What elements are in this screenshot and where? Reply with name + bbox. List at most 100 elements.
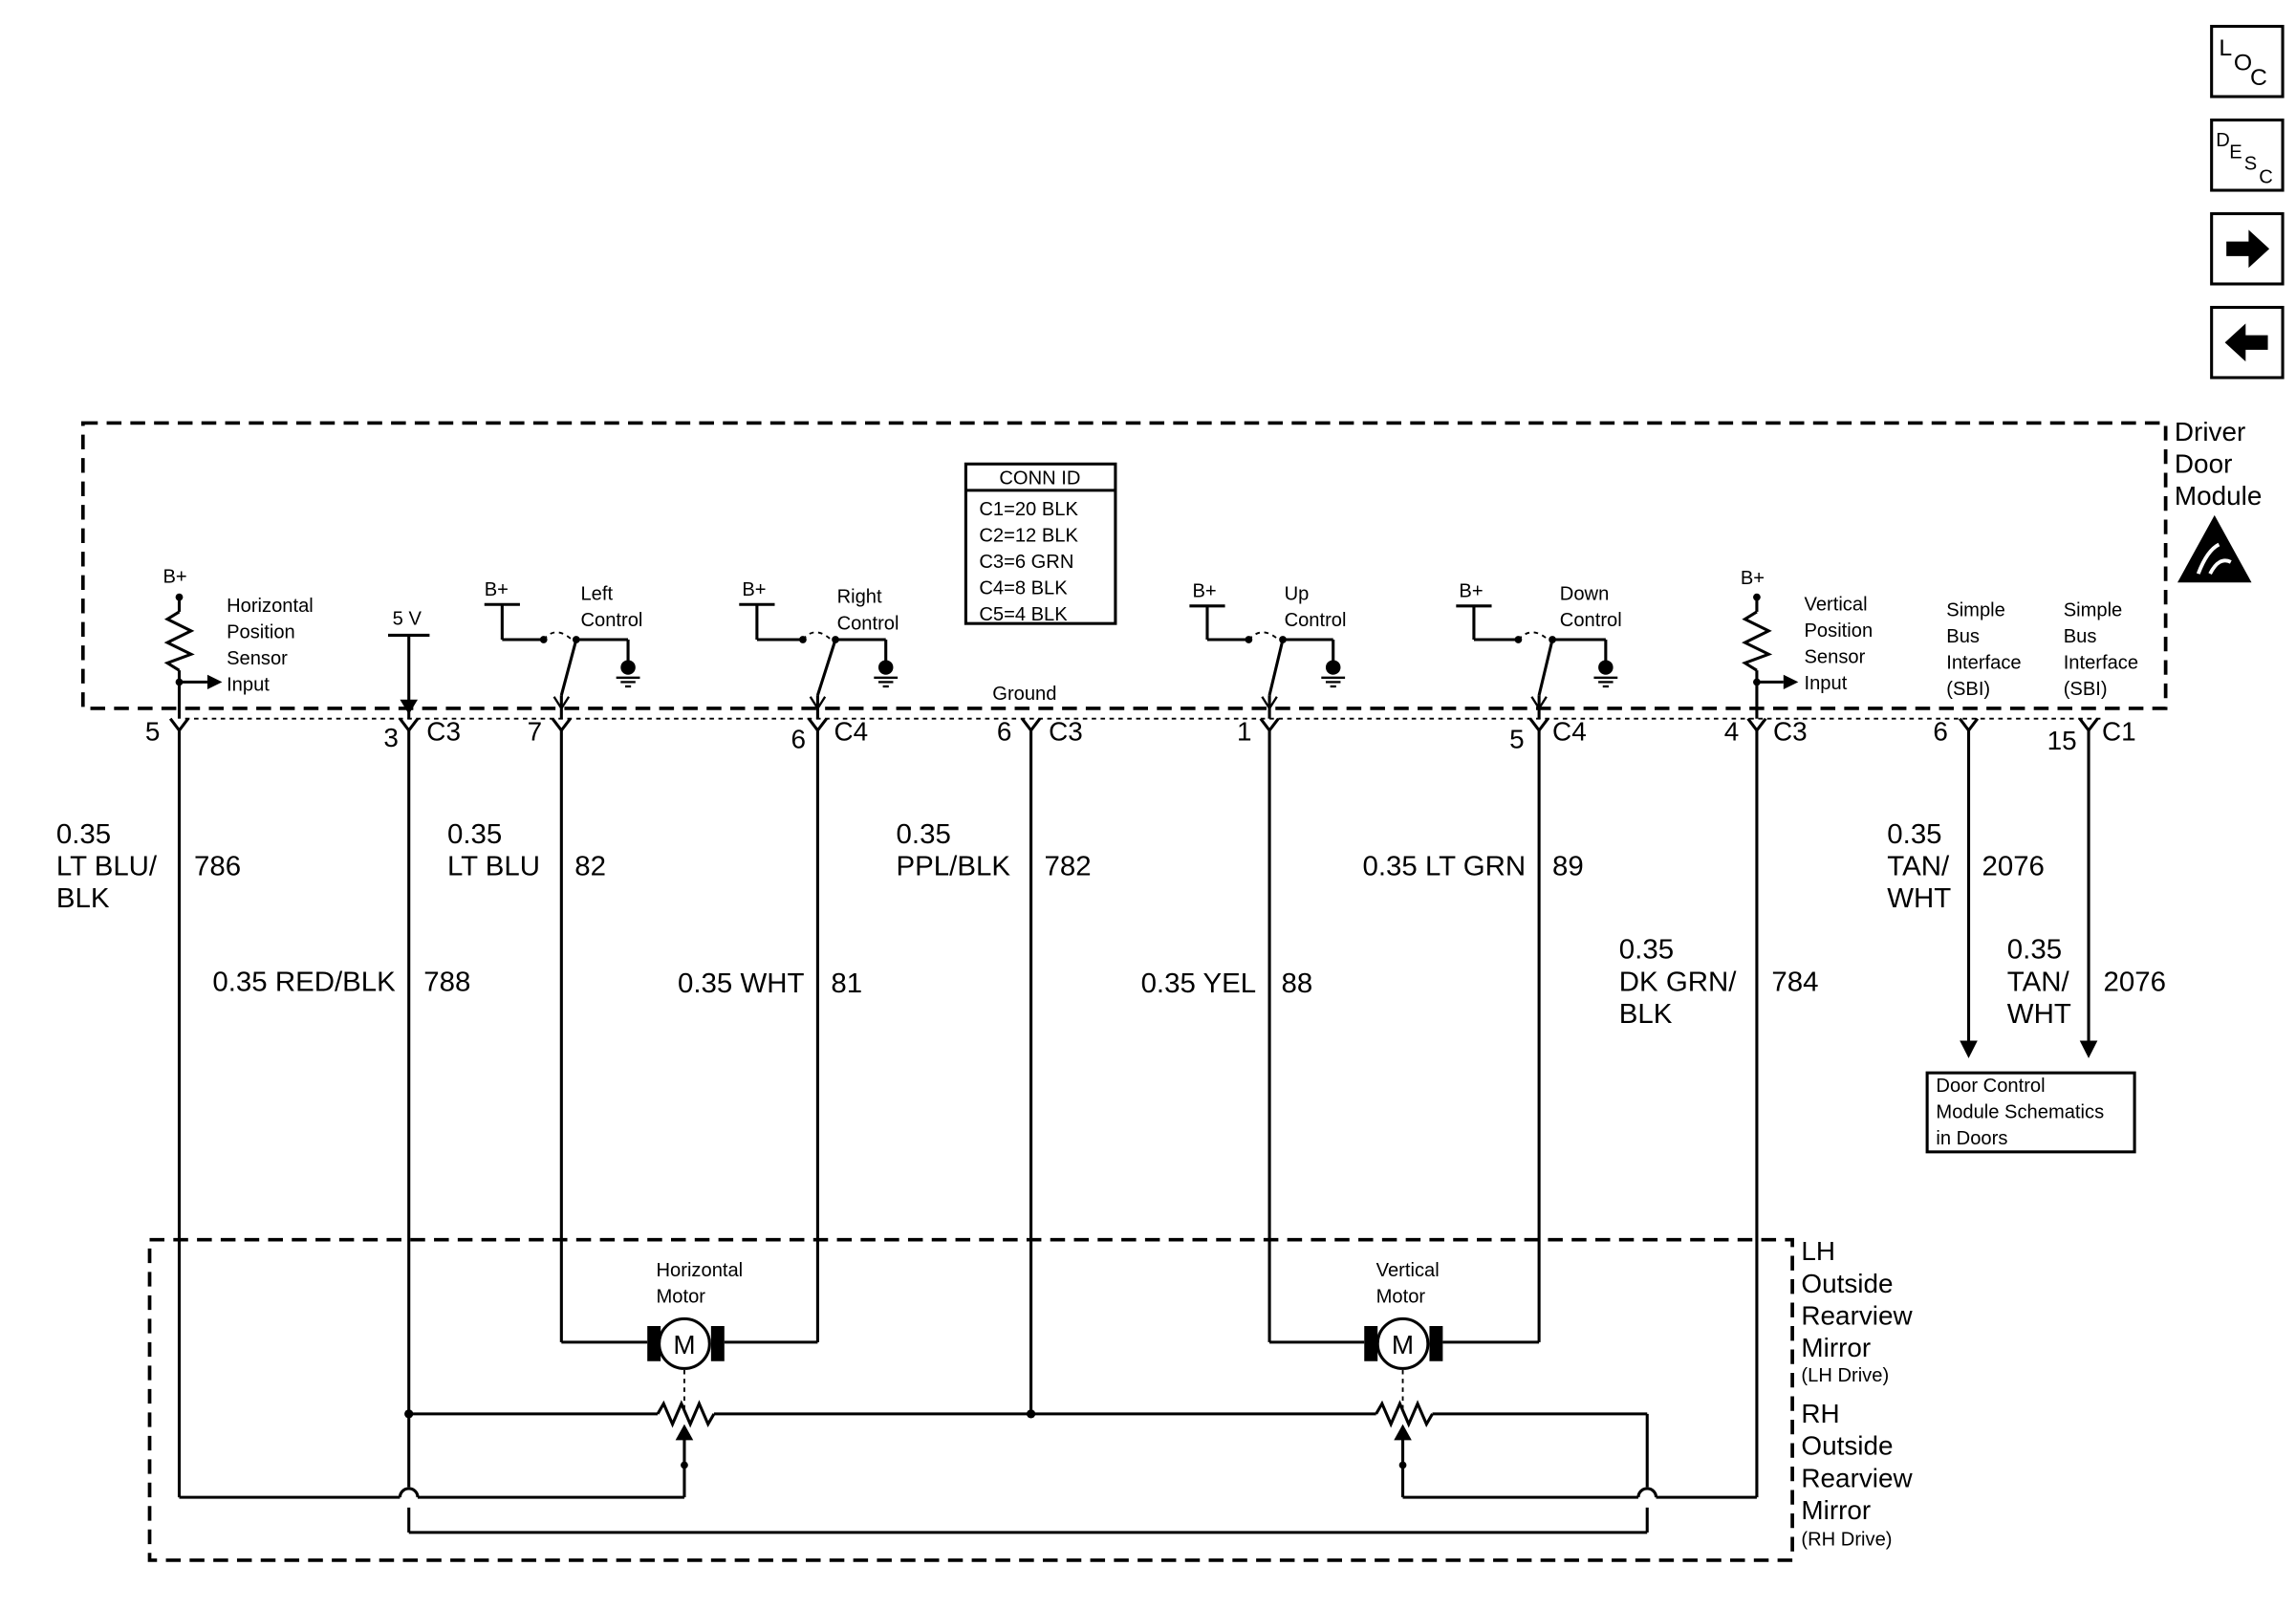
- svg-text:C4: C4: [1552, 717, 1587, 747]
- door-control-reference[interactable]: Door Control Module Schematics in Doors: [1925, 1071, 2136, 1154]
- up-control-switch: B+ Up Control: [1189, 581, 1346, 719]
- svg-text:89: 89: [1552, 852, 1584, 882]
- svg-text:786: 786: [194, 852, 241, 882]
- svg-text:RH: RH: [1801, 1399, 1839, 1428]
- wire-label-88: 0.35 YEL 88: [1141, 968, 1313, 999]
- ground-icon: [1321, 660, 1346, 688]
- svg-text:Bus: Bus: [1946, 626, 1980, 647]
- svg-text:7: 7: [528, 717, 543, 747]
- arrow-right-icon: [2226, 229, 2270, 269]
- five-volt-reference: 5 V: [388, 609, 430, 719]
- svg-text:6: 6: [791, 724, 807, 753]
- svg-text:0.35: 0.35: [447, 819, 502, 850]
- svg-text:PPL/BLK: PPL/BLK: [897, 852, 1011, 882]
- svg-text:Driver: Driver: [2175, 417, 2245, 446]
- svg-text:WHT: WHT: [2007, 999, 2071, 1030]
- mirror-boundary: [147, 1237, 1794, 1562]
- svg-text:0.35: 0.35: [1887, 819, 1941, 850]
- svg-text:Horizontal: Horizontal: [227, 596, 314, 617]
- driver-door-module-boundary: [80, 421, 2168, 710]
- svg-text:(SBI): (SBI): [1946, 679, 1990, 700]
- svg-text:0.35: 0.35: [56, 819, 111, 850]
- vertical-position-sensor: B+ Vertical Position Sensor Input: [1741, 568, 1873, 719]
- svg-text:D: D: [2216, 130, 2230, 151]
- svg-text:Simple: Simple: [2064, 600, 2123, 621]
- wire-label-788: 0.35 RED/BLK 788: [212, 968, 470, 998]
- sbi-label-1: Simple Bus Interface (SBI): [1946, 600, 2021, 701]
- svg-text:Sensor: Sensor: [1805, 647, 1866, 668]
- svg-text:784: 784: [1771, 968, 1818, 998]
- svg-text:6: 6: [997, 717, 1012, 747]
- svg-text:Horizontal: Horizontal: [657, 1260, 744, 1281]
- svg-text:BLK: BLK: [1619, 999, 1673, 1030]
- svg-text:C3=6 GRN: C3=6 GRN: [979, 552, 1073, 573]
- svg-text:Interface: Interface: [1946, 653, 2021, 674]
- svg-text:(LH Drive): (LH Drive): [1801, 1365, 1889, 1386]
- driver-door-module-label: Driver Door Module: [2175, 417, 2262, 511]
- horizontal-position-sensor: B+ Horizontal Position Sensor Input: [162, 566, 314, 719]
- svg-text:Mirror: Mirror: [1801, 1495, 1871, 1525]
- svg-text:3: 3: [383, 723, 399, 752]
- wire-label-82: 0.35 LT BLU 82: [447, 819, 606, 881]
- svg-text:L: L: [2219, 35, 2232, 61]
- svg-text:C3: C3: [426, 717, 461, 747]
- next-page-button[interactable]: [2210, 211, 2285, 286]
- svg-text:C5=4 BLK: C5=4 BLK: [979, 604, 1068, 625]
- svg-text:M: M: [673, 1330, 695, 1360]
- svg-text:Simple: Simple: [1946, 600, 2005, 621]
- svg-text:Door: Door: [2175, 449, 2232, 479]
- svg-text:C1: C1: [2102, 717, 2136, 747]
- svg-text:Vertical: Vertical: [1376, 1260, 1440, 1281]
- svg-text:Door Control: Door Control: [1936, 1076, 2045, 1097]
- svg-text:82: 82: [574, 852, 606, 882]
- wire-label-2076-a: 0.35 TAN/ WHT 2076: [1887, 819, 2045, 914]
- svg-text:88: 88: [1281, 968, 1312, 999]
- svg-text:C2=12 BLK: C2=12 BLK: [979, 526, 1078, 547]
- connector-pin-labels: 5 3 C3 7 6 C4 6 C3 1 5 C4 4 C3 6 15 C1: [145, 717, 2136, 755]
- svg-text:0.35: 0.35: [2007, 935, 2062, 966]
- svg-text:M: M: [1392, 1330, 1414, 1360]
- wire-label-81: 0.35 WHT 81: [678, 968, 862, 999]
- horizontal-motor: Horizontal Motor M: [647, 1260, 743, 1414]
- svg-text:C4=8 BLK: C4=8 BLK: [979, 578, 1068, 599]
- ground-icon: [616, 660, 640, 688]
- svg-text:S: S: [2244, 154, 2257, 175]
- wire-label-89: 0.35 LT GRN 89: [1363, 852, 1584, 882]
- wire-label-782: 0.35 PPL/BLK 782: [897, 819, 1092, 881]
- svg-text:0.35 RED/BLK: 0.35 RED/BLK: [212, 968, 396, 998]
- svg-text:Control: Control: [837, 613, 899, 634]
- location-button[interactable]: L O C: [2210, 25, 2285, 98]
- svg-text:Left: Left: [580, 584, 613, 605]
- svg-text:LT BLU: LT BLU: [447, 852, 540, 882]
- conn-id-table: CONN ID C1=20 BLK C2=12 BLK C3=6 GRN C4=…: [964, 462, 1117, 625]
- svg-text:B+: B+: [1192, 581, 1216, 602]
- arrow-left-icon: [2224, 323, 2268, 362]
- description-button[interactable]: D E S C: [2210, 119, 2285, 192]
- svg-text:Down: Down: [1560, 584, 1609, 605]
- svg-text:TAN/: TAN/: [1887, 852, 1950, 882]
- svg-text:Position: Position: [1805, 620, 1874, 642]
- svg-text:5: 5: [1509, 724, 1525, 753]
- svg-text:B+: B+: [1459, 581, 1483, 602]
- svg-text:0.35 YEL: 0.35 YEL: [1141, 968, 1257, 999]
- svg-text:(RH Drive): (RH Drive): [1801, 1530, 1892, 1551]
- svg-text:Bus: Bus: [2064, 626, 2097, 647]
- wire-label-784: 0.35 DK GRN/ BLK 784: [1619, 935, 1819, 1030]
- svg-text:C3: C3: [1049, 717, 1083, 747]
- svg-text:B+: B+: [162, 566, 186, 587]
- previous-page-button[interactable]: [2210, 305, 2285, 380]
- svg-text:Motor: Motor: [1376, 1287, 1426, 1308]
- left-control-switch: B+ Left Control: [485, 579, 642, 719]
- svg-text:0.35 LT GRN: 0.35 LT GRN: [1363, 852, 1527, 882]
- svg-text:Right: Right: [837, 587, 882, 608]
- svg-text:(SBI): (SBI): [2064, 679, 2108, 700]
- svg-text:C: C: [2259, 166, 2273, 187]
- svg-text:2076: 2076: [1982, 852, 2044, 882]
- svg-text:C1=20 BLK: C1=20 BLK: [979, 499, 1078, 520]
- svg-text:Control: Control: [580, 610, 642, 631]
- svg-text:2076: 2076: [2104, 968, 2166, 998]
- svg-text:Input: Input: [227, 675, 270, 696]
- svg-text:B+: B+: [485, 579, 509, 600]
- svg-text:E: E: [2229, 141, 2242, 163]
